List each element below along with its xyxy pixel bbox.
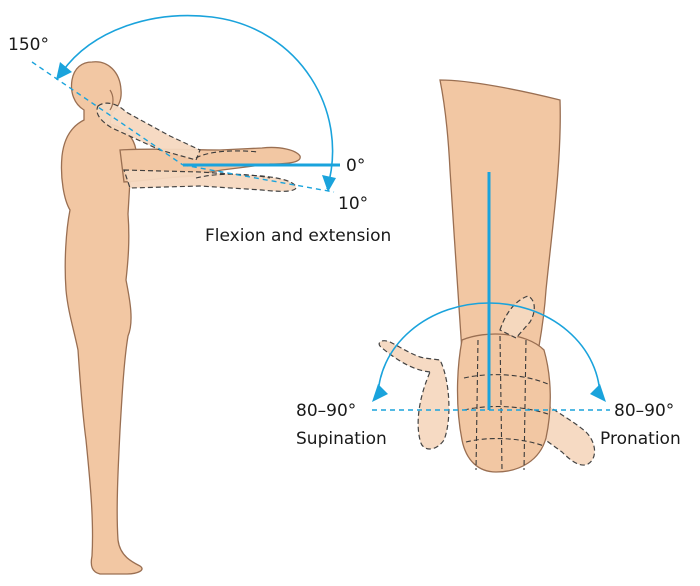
hand-ghost-supination: [378, 340, 450, 450]
rotation-arc: [377, 302, 601, 399]
label-10-deg: 10°: [338, 194, 368, 214]
arrowhead-10: [322, 175, 336, 192]
flexion-arc: [61, 14, 334, 190]
label-pronation-deg: 80–90°: [614, 401, 674, 421]
fist: [456, 333, 551, 473]
label-supination: Supination: [296, 429, 387, 449]
ear-outline: [109, 89, 114, 111]
label-flexion-extension: Flexion and extension: [205, 226, 391, 246]
label-0-deg: 0°: [346, 156, 365, 176]
arm-ghost-flexion: [96, 102, 201, 161]
label-supination-deg: 80–90°: [296, 401, 356, 421]
label-150-deg: 150°: [8, 35, 49, 55]
standing-figure: [60, 61, 301, 575]
forearm: [439, 79, 561, 353]
thumb: [499, 295, 535, 339]
line-10-deg: [182, 164, 335, 193]
arrowhead-supination: [372, 384, 388, 402]
arm-ghost-extension: [123, 169, 297, 192]
hand-ghost-pronation: [539, 398, 596, 466]
hand-ghost-outline: [195, 150, 271, 179]
body-silhouette: [60, 61, 201, 575]
forearm-figure: [378, 79, 596, 473]
rotation-angle-markers: [372, 172, 610, 411]
flexion-angle-markers: [31, 14, 340, 193]
arrowhead-150: [56, 62, 72, 80]
arrowhead-pronation: [590, 384, 606, 402]
fist-creases: [463, 335, 549, 471]
label-pronation: Pronation: [600, 429, 681, 449]
